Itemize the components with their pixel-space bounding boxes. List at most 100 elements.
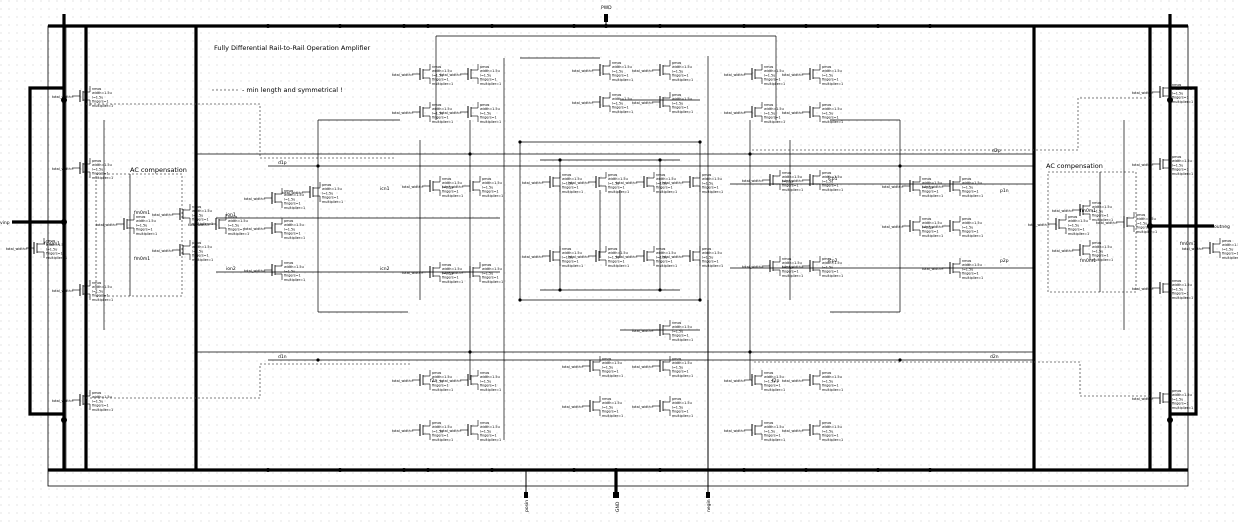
ac-comp-right-box [1047,171,1137,293]
transistor[interactable]: pmoswidth=1.5ul=1.5ufingers=1multiplier=… [782,64,843,86]
transistor[interactable]: nmoswidth=1.5ul=1.5ufingers=1multiplier=… [152,204,213,226]
transistor[interactable]: pmoswidth=1.5ul=1.5ufingers=1multiplier=… [782,256,843,278]
fm-right-2: fm0m1 [1080,258,1096,264]
svg-text:fingers=1: fingers=1 [562,260,579,264]
transistor[interactable]: nmoswidth=1.5ul=1.5ufingers=1multiplier=… [522,246,583,268]
transistor[interactable]: nmoswidth=1.5ul=1.5ufingers=1multiplier=… [724,102,785,124]
transistor[interactable]: pmoswidth=1.5ul=1.5ufingers=1multiplier=… [568,246,629,268]
svg-text:l=1.5u: l=1.5u [608,181,619,185]
svg-text:pmos: pmos [672,397,682,401]
transistor[interactable]: nmoswidth=1.5ul=1.5ufingers=1multiplier=… [440,370,501,392]
transistor[interactable]: pmoswidth=1.5ul=1.5ufingers=1multiplier=… [782,102,843,124]
transistor[interactable]: nmoswidth=1.5ul=1.5ufingers=1multiplier=… [244,260,305,282]
transistor[interactable]: pmoswidth=1.5ul=1.5ufingers=1multiplier=… [440,64,501,86]
svg-text:l=1.5u: l=1.5u [480,73,491,77]
transistor[interactable]: pmoswidth=1.5ul=1.5ufingers=1multiplier=… [282,182,343,204]
svg-text:fingers=1: fingers=1 [136,228,153,232]
svg-text:multiplier=1: multiplier=1 [962,276,983,280]
svg-text:multiplier=1: multiplier=1 [1136,230,1157,234]
svg-text:width=1.5u: width=1.5u [922,181,942,185]
transistor[interactable]: nmoswidth=1.5ul=1.5ufingers=1multiplier=… [1132,278,1193,300]
transistor[interactable]: nmoswidth=1.5ul=1.5ufingers=1multiplier=… [742,256,803,278]
transistor[interactable]: pmoswidth=1.5ul=1.5ufingers=1multiplier=… [52,390,113,412]
transistor[interactable]: nmoswidth=1.5ul=1.5ufingers=1multiplier=… [188,214,249,236]
transistor[interactable]: nmoswidth=1.5ul=1.5ufingers=1multiplier=… [52,86,113,108]
transistor[interactable]: nmoswidth=1.5ul=1.5ufingers=1multiplier=… [742,170,803,192]
transistor[interactable]: nmoswidth=1.5ul=1.5ufingers=1multiplier=… [882,216,943,238]
svg-text:width=1.5u: width=1.5u [822,261,842,265]
transistor[interactable]: pmoswidth=1.5ul=1.5ufingers=1multiplier=… [662,246,723,268]
svg-text:total_width=: total_width= [616,255,638,259]
transistor[interactable]: pmoswidth=1.5ul=1.5ufingers=1multiplier=… [442,262,503,284]
svg-text:pmos: pmos [822,65,832,69]
svg-text:l=1.5u: l=1.5u [1222,247,1233,251]
transistor[interactable]: nmoswidth=1.5ul=1.5ufingers=1multiplier=… [724,420,785,442]
transistor[interactable]: nmoswidth=1.5ul=1.5ufingers=1multiplier=… [882,176,943,198]
svg-text:total_width=: total_width= [442,271,464,275]
transistor[interactable]: nmoswidth=1.5ul=1.5ufingers=1multiplier=… [724,370,785,392]
svg-text:l=1.5u: l=1.5u [702,255,713,259]
transistor[interactable]: pmoswidth=1.5ul=1.5ufingers=1multiplier=… [1182,238,1238,260]
transistor[interactable]: nmoswidth=1.5ul=1.5ufingers=1multiplier=… [616,246,677,268]
transistor[interactable]: pmoswidth=1.5ul=1.5ufingers=1multiplier=… [52,158,113,180]
transistor[interactable]: nmoswidth=1.5ul=1.5ufingers=1multiplier=… [1132,82,1193,104]
transistor[interactable]: nmoswidth=1.5ul=1.5ufingers=1multiplier=… [1052,200,1113,222]
transistor[interactable]: pmoswidth=1.5ul=1.5ufingers=1multiplier=… [662,172,723,194]
transistor[interactable]: nmoswidth=1.5ul=1.5ufingers=1multiplier=… [562,396,623,418]
transistor[interactable]: nmoswidth=1.5ul=1.5ufingers=1multiplier=… [392,64,453,86]
transistor[interactable]: pmoswidth=1.5ul=1.5ufingers=1multiplier=… [440,102,501,124]
transistor[interactable]: pmoswidth=1.5ul=1.5ufingers=1multiplier=… [922,216,983,238]
transistor[interactable]: nmoswidth=1.5ul=1.5ufingers=1multiplier=… [52,280,113,302]
transistor[interactable]: nmoswidth=1.5ul=1.5ufingers=1multiplier=… [572,92,633,114]
transistor[interactable]: nmoswidth=1.5ul=1.5ufingers=1multiplier=… [616,172,677,194]
transistor[interactable]: nmoswidth=1.5ul=1.5ufingers=1multiplier=… [6,238,67,260]
transistor[interactable]: nmoswidth=1.5ul=1.5ufingers=1multiplier=… [244,188,305,210]
transistor[interactable]: pmoswidth=1.5ul=1.5ufingers=1multiplier=… [782,170,843,192]
transistor[interactable]: nmoswidth=1.5ul=1.5ufingers=1multiplier=… [522,172,583,194]
svg-text:total_width=: total_width= [632,365,654,369]
transistor[interactable]: pmoswidth=1.5ul=1.5ufingers=1multiplier=… [632,60,693,82]
transistor[interactable]: pmoswidth=1.5ul=1.5ufingers=1multiplier=… [782,420,843,442]
transistor[interactable]: pmoswidth=1.5ul=1.5ufingers=1multiplier=… [782,370,843,392]
svg-text:total_width=: total_width= [562,365,584,369]
transistor[interactable]: pmoswidth=1.5ul=1.5ufingers=1multiplier=… [392,420,453,442]
transistor[interactable]: pmoswidth=1.5ul=1.5ufingers=1multiplier=… [1132,154,1193,176]
transistor[interactable]: pmoswidth=1.5ul=1.5ufingers=1multiplier=… [632,356,693,378]
transistor[interactable]: nmoswidth=1.5ul=1.5ufingers=1multiplier=… [96,214,157,236]
transistor[interactable]: pmoswidth=1.5ul=1.5ufingers=1multiplier=… [244,218,305,240]
transistor[interactable]: nmoswidth=1.5ul=1.5ufingers=1multiplier=… [572,60,633,82]
transistor[interactable]: pmoswidth=1.5ul=1.5ufingers=1multiplier=… [632,396,693,418]
pin-gnd[interactable]: GND [613,470,621,512]
transistor[interactable]: nmoswidth=1.5ul=1.5ufingers=1multiplier=… [392,102,453,124]
svg-text:nmos: nmos [46,239,56,243]
transistor[interactable]: pmoswidth=1.5ul=1.5ufingers=1multiplier=… [392,370,453,392]
svg-text:pmos: pmos [1068,215,1078,219]
svg-text:multiplier=1: multiplier=1 [1092,258,1113,262]
transistor[interactable]: nmoswidth=1.5ul=1.5ufingers=1multiplier=… [632,320,693,342]
transistor[interactable]: pmoswidth=1.5ul=1.5ufingers=1multiplier=… [1028,214,1089,236]
transistor[interactable]: pmoswidth=1.5ul=1.5ufingers=1multiplier=… [1096,212,1157,234]
transistor[interactable]: nmoswidth=1.5ul=1.5ufingers=1multiplier=… [402,176,463,198]
pin-outneg[interactable]: outneg [1150,224,1230,230]
pin-vinp[interactable]: vinp [0,220,64,226]
transistor[interactable]: nmoswidth=1.5ul=1.5ufingers=1multiplier=… [922,258,983,280]
transistor[interactable]: nmoswidth=1.5ul=1.5ufingers=1multiplier=… [440,420,501,442]
svg-text:negin: negin [706,499,712,512]
svg-text:nmos: nmos [602,397,612,401]
transistor[interactable]: pmoswidth=1.5ul=1.5ufingers=1multiplier=… [568,172,629,194]
transistor[interactable]: nmoswidth=1.5ul=1.5ufingers=1multiplier=… [724,64,785,86]
pin-negin[interactable]: negin [706,300,712,512]
svg-text:width=1.5u: width=1.5u [702,251,722,255]
transistor[interactable]: pmoswidth=1.5ul=1.5ufingers=1multiplier=… [562,356,623,378]
transistor[interactable]: pmoswidth=1.5ul=1.5ufingers=1multiplier=… [152,240,213,262]
pin-posin[interactable]: posin [524,470,530,512]
transistor[interactable]: pmoswidth=1.5ul=1.5ufingers=1multiplier=… [632,92,693,114]
transistor[interactable]: pmoswidth=1.5ul=1.5ufingers=1multiplier=… [442,176,503,198]
transistor[interactable]: pmoswidth=1.5ul=1.5ufingers=1multiplier=… [922,176,983,198]
transistor[interactable]: pmoswidth=1.5ul=1.5ufingers=1multiplier=… [1052,240,1113,262]
svg-text:l=1.5u: l=1.5u [562,181,573,185]
svg-text:l=1.5u: l=1.5u [822,265,833,269]
transistor[interactable]: pmoswidth=1.5ul=1.5ufingers=1multiplier=… [1132,388,1193,410]
transistor[interactable]: nmoswidth=1.5ul=1.5ufingers=1multiplier=… [402,262,463,284]
